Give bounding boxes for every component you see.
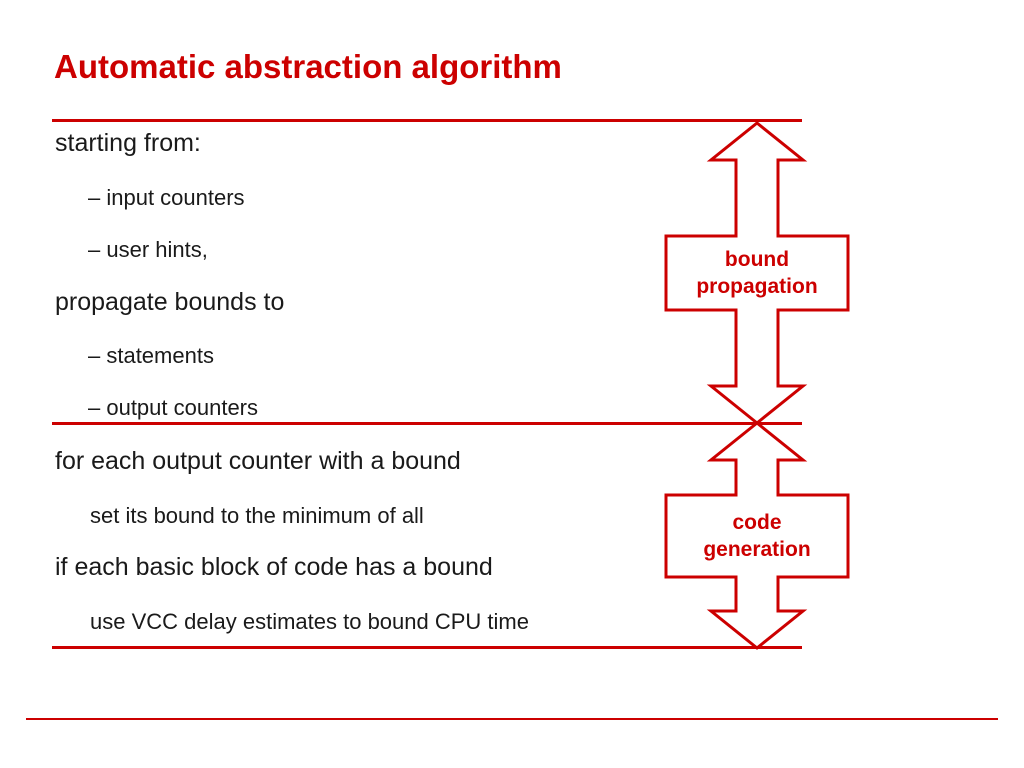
- user-hints-item: – user hints,: [88, 237, 208, 262]
- bound-propagation-label-line1: bound: [724, 248, 790, 271]
- slide-title: Automatic abstraction algorithm: [54, 48, 562, 85]
- set-bound-minimum-text: set its bound to the minimum of all: [90, 503, 424, 528]
- middle-divider: [52, 422, 802, 425]
- bound-propagation-label-line2: propagation: [696, 275, 818, 298]
- statements-item: – statements: [88, 343, 214, 368]
- bound-propagation-label: bound propagation: [668, 246, 846, 300]
- code-generation-label: code generation: [668, 509, 846, 563]
- bottom-divider: [52, 646, 802, 649]
- basic-block-bound-text: if each basic block of code has a bound: [55, 553, 493, 581]
- for-each-output-counter-text: for each output counter with a bound: [55, 447, 461, 475]
- code-generation-label-line2: generation: [703, 538, 811, 561]
- output-counters-item: – output counters: [88, 395, 259, 420]
- propagate-bounds-text: propagate bounds to: [55, 288, 285, 316]
- input-counters-item: – input counters: [88, 185, 245, 210]
- code-generation-arrow: [664, 421, 850, 650]
- starting-from-text: starting from:: [55, 129, 201, 157]
- vcc-delay-estimates-text: use VCC delay estimates to bound CPU tim…: [90, 609, 529, 634]
- top-divider: [52, 119, 802, 122]
- footer-divider: [26, 718, 998, 720]
- code-generation-label-line1: code: [732, 511, 782, 534]
